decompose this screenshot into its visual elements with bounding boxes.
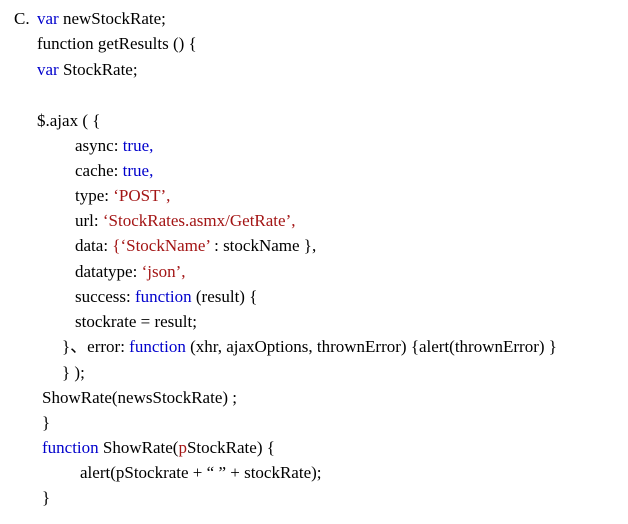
code-token: $.ajax ( {	[37, 111, 101, 130]
code-token: newStockRate;	[58, 9, 166, 28]
code-token: } );	[62, 363, 85, 382]
code-token: datatype:	[75, 262, 142, 281]
code-token: ShowRate(	[98, 438, 179, 457]
code-line: alert(pStockrate + “ ” + stockRate);	[80, 463, 322, 483]
code-token: true,	[122, 161, 154, 180]
code-token: ‘POST’,	[113, 186, 171, 205]
code-token: }	[42, 413, 51, 432]
code-line: }	[42, 488, 50, 508]
code-token: success:	[75, 287, 135, 306]
code-line: type: ‘POST’,	[75, 186, 170, 206]
code-token: StockRate;	[58, 60, 138, 79]
code-token: (xhr, ajaxOptions, thrownError) {alert(t…	[185, 337, 557, 356]
code-line: function getResults () {	[37, 34, 197, 54]
code-token: cache:	[75, 161, 123, 180]
code-line: var newStockRate;	[37, 9, 166, 29]
option-label: C.	[14, 9, 30, 28]
code-token: async:	[75, 136, 123, 155]
code-line: async: true,	[75, 136, 153, 156]
code-token: data:	[75, 236, 113, 255]
code-token: function getResults () {	[37, 34, 197, 53]
code-token: ‘StockRates.asmx/GetRate’,	[102, 211, 296, 230]
code-line: } );	[62, 363, 85, 383]
code-token: : stockName },	[209, 236, 317, 255]
code-token: var	[37, 9, 59, 28]
code-token: url:	[75, 211, 103, 230]
code-token: function	[134, 287, 192, 306]
code-line: url: ‘StockRates.asmx/GetRate’,	[75, 211, 295, 231]
code-token: type:	[75, 186, 114, 205]
code-token: p	[178, 438, 187, 457]
code-token: (result) {	[191, 287, 258, 306]
code-line: ShowRate(newsStockRate) ;	[42, 388, 237, 408]
code-token: ShowRate(newsStockRate) ;	[42, 388, 237, 407]
code-line: }	[42, 413, 50, 433]
code-line: function ShowRate(pStockRate) {	[42, 438, 275, 458]
code-line: }、error: function (xhr, ajaxOptions, thr…	[62, 337, 557, 357]
code-line: var StockRate;	[37, 60, 138, 80]
code-token: true,	[122, 136, 154, 155]
code-token: }	[42, 488, 51, 507]
code-token: stockrate = result;	[75, 312, 197, 331]
code-line: data: {‘StockName’ : stockName },	[75, 236, 316, 256]
code-token: var	[37, 60, 59, 79]
code-line: success: function (result) {	[75, 287, 257, 307]
code-line: cache: true,	[75, 161, 153, 181]
code-token: StockRate) {	[186, 438, 275, 457]
code-token: function	[42, 438, 99, 457]
code-line: datatype: ‘json’,	[75, 262, 185, 282]
code-line: stockrate = result;	[75, 312, 197, 332]
code-token: ‘json’,	[141, 262, 186, 281]
code-line: $.ajax ( {	[37, 111, 100, 131]
code-token: alert(pStockrate + “ ” + stockRate);	[80, 463, 322, 482]
code-token: {‘StockName’	[112, 236, 210, 255]
code-token: }、error:	[62, 337, 130, 356]
code-token: function	[129, 337, 186, 356]
